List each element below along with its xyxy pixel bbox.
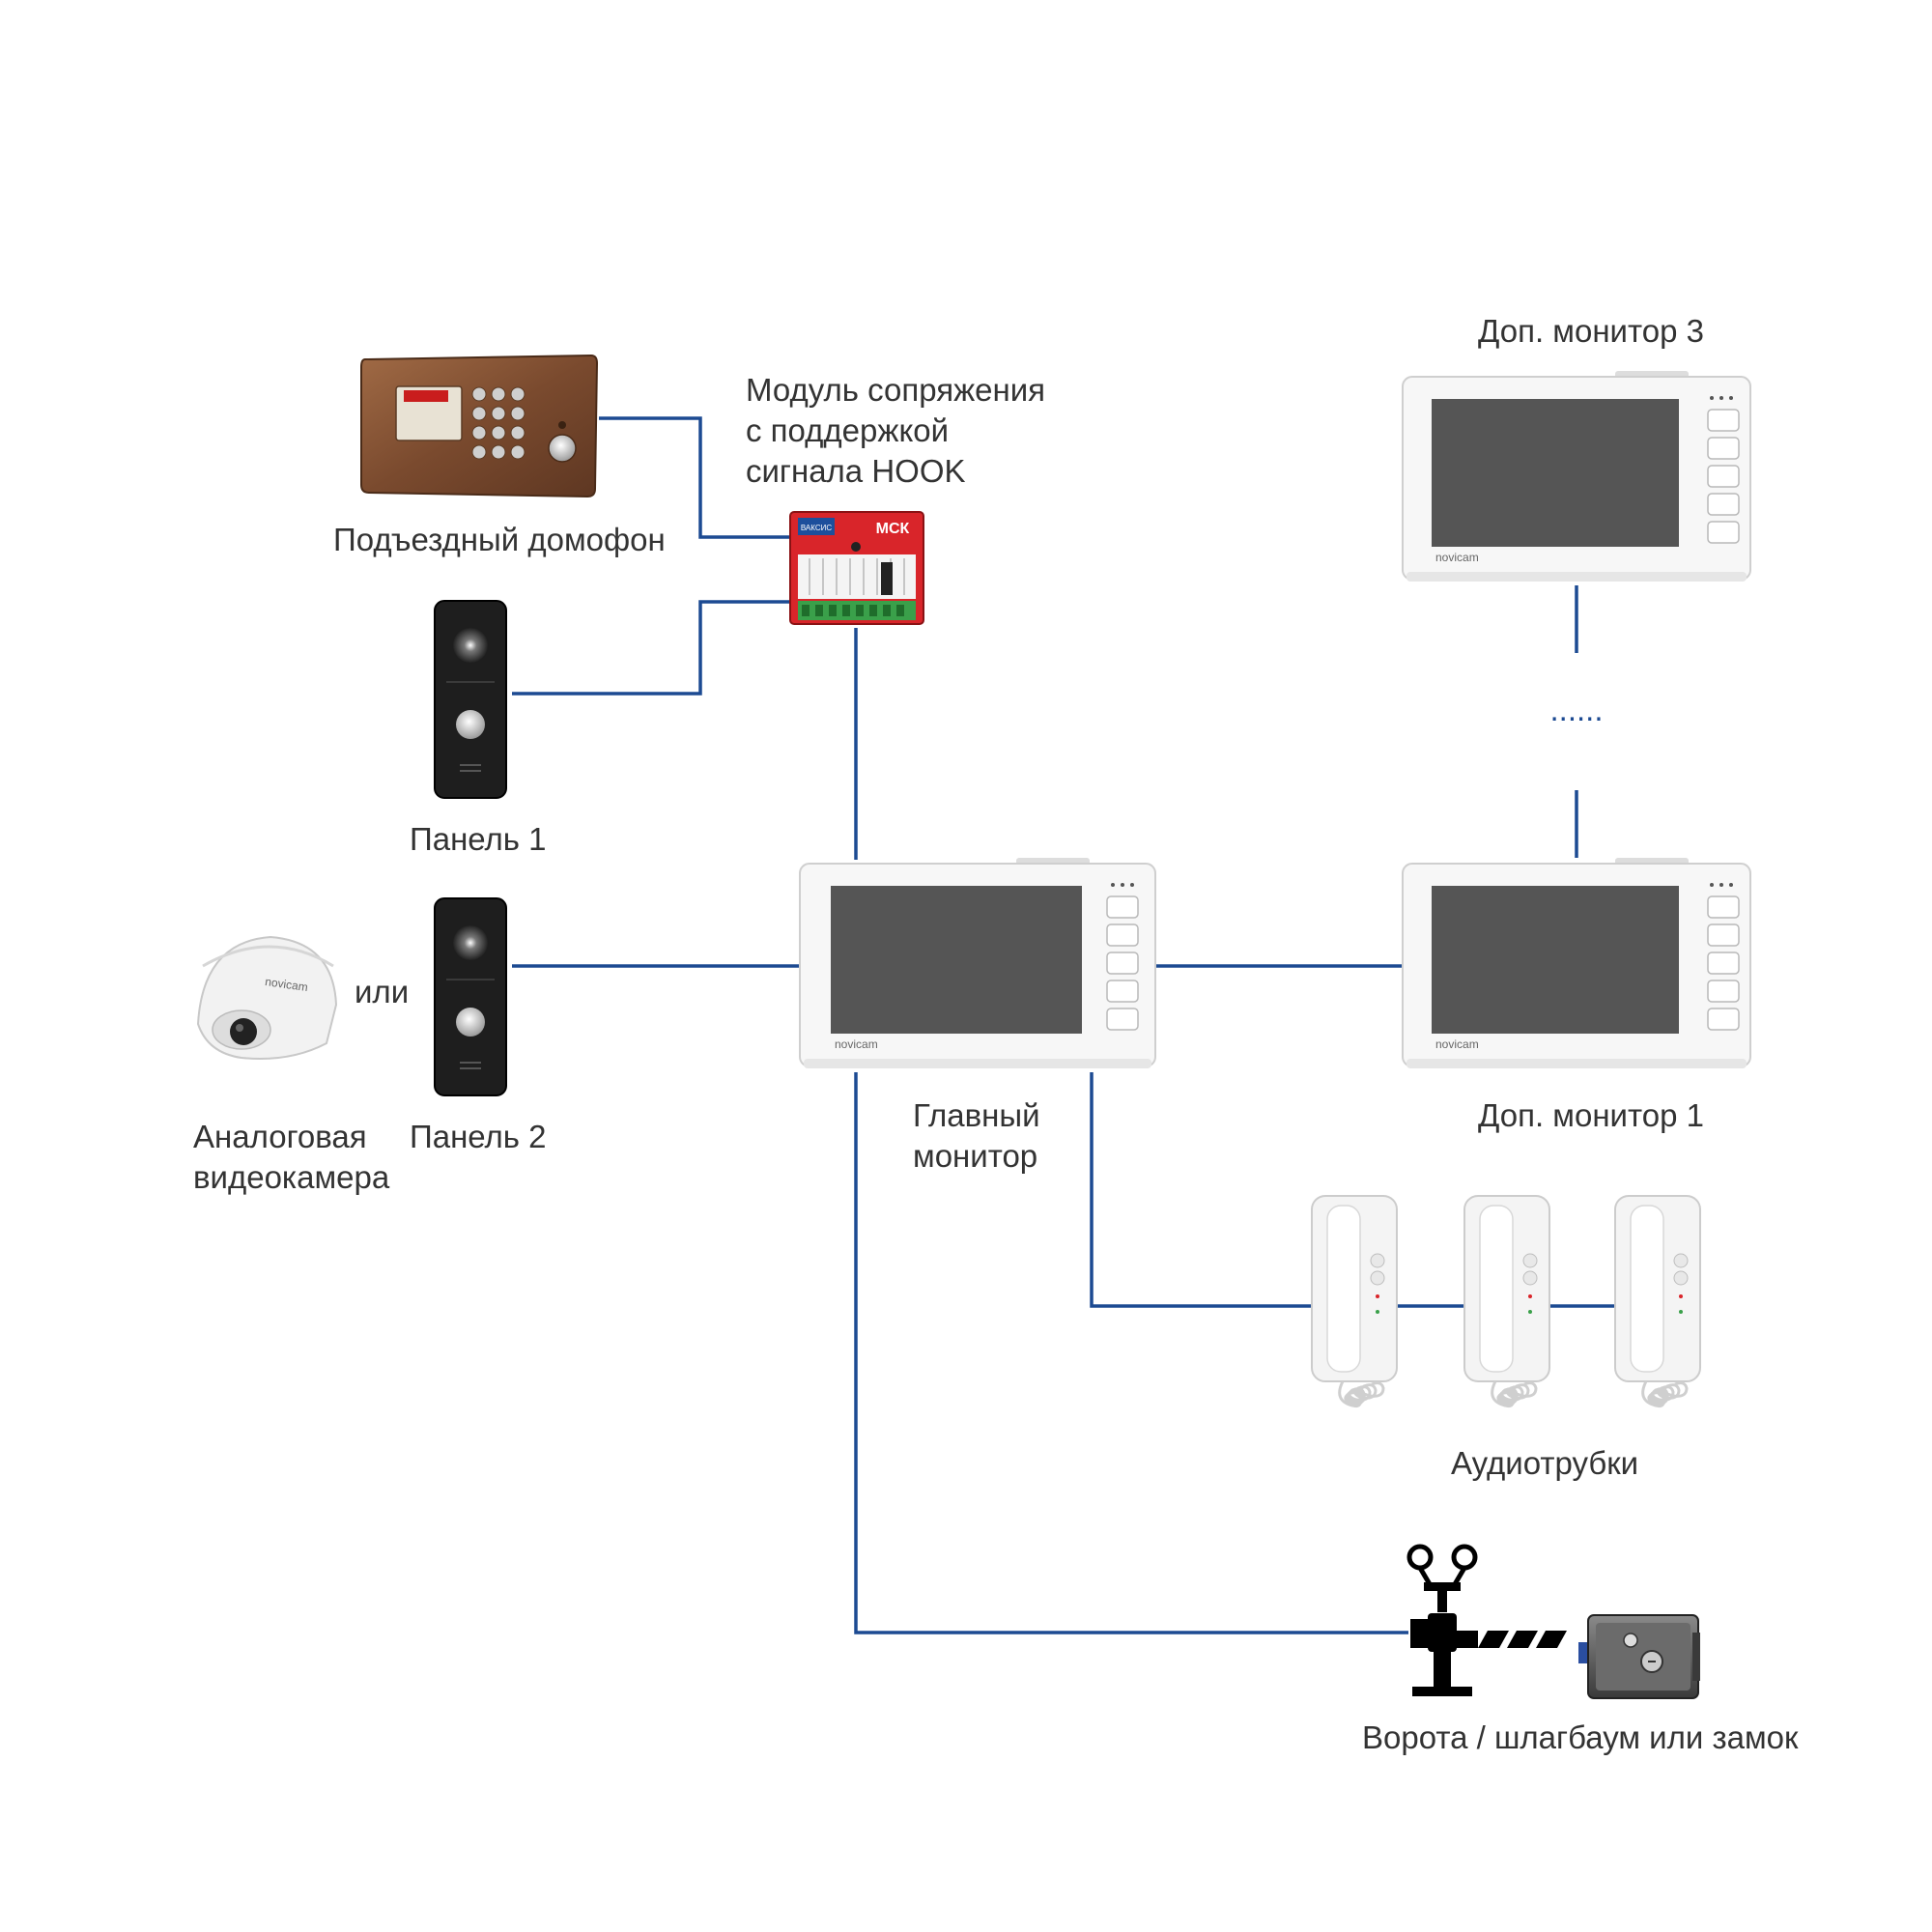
label-module-line3: сигнала HOOK <box>746 453 966 489</box>
label-extra-monitor3: Доп. монитор 3 <box>1478 313 1704 349</box>
wire-main-monitor-handsets <box>1090 1072 1312 1308</box>
label-panel2: Панель 2 <box>410 1119 547 1154</box>
main-monitor-btn-5 <box>1106 1008 1139 1031</box>
main-monitor-btn-3 <box>1106 952 1139 975</box>
label-gate: Ворота / шлагбаум или замок <box>1362 1719 1799 1755</box>
panel1-call-button <box>456 710 485 739</box>
extra-monitor1-screen <box>1432 886 1679 1034</box>
panel1-camera-icon <box>453 628 488 663</box>
camera-brand: novicam <box>264 975 308 994</box>
label-camera-line1: Аналоговая <box>193 1119 367 1154</box>
label-panel1: Панель 1 <box>410 821 547 857</box>
module-led <box>851 542 861 552</box>
interface-module: ВАКСИС МСК <box>789 511 924 625</box>
module-logo: ВАКСИС <box>801 524 833 532</box>
camera-lens-icon <box>230 1018 257 1045</box>
barrier-arm <box>1457 1631 1567 1648</box>
module-title: МСК <box>876 521 910 537</box>
wire-main-monitor-gate <box>854 1072 1408 1634</box>
intercom-display <box>404 390 448 402</box>
extra-monitor3-screen <box>1432 399 1679 547</box>
module-logo-badge <box>798 518 835 535</box>
wire-intercom-module <box>599 416 790 539</box>
extra-monitor3-btn-5 <box>1707 521 1740 544</box>
extra-monitor-3: novicam <box>1402 371 1751 582</box>
label-handsets: Аудиотрубки <box>1451 1445 1638 1481</box>
handset-1 <box>1311 1195 1398 1408</box>
panel2-camera-icon <box>453 925 488 960</box>
extra-monitor3-brand: novicam <box>1435 551 1479 564</box>
extra-monitor3-btn-4 <box>1707 493 1740 516</box>
labels: Подъездный домофон Модуль сопряжения с п… <box>193 313 1799 1755</box>
wires <box>512 416 1615 1634</box>
label-main-monitor-line2: монитор <box>913 1138 1037 1174</box>
label-module-line1: Модуль сопряжения <box>746 372 1045 408</box>
lock-icon <box>1578 1614 1700 1699</box>
extra-monitor1-btn-2 <box>1707 923 1740 947</box>
label-camera-line2: видеокамера <box>193 1159 390 1195</box>
dome-camera: novicam <box>196 935 338 1060</box>
handset-3 <box>1614 1195 1701 1408</box>
extra-monitor1-btn-3 <box>1707 952 1740 975</box>
module-label-strip <box>798 554 916 599</box>
extra-monitor1-brand: novicam <box>1435 1037 1479 1051</box>
extra-monitor3-btn-2 <box>1707 437 1740 460</box>
extra-monitor3-btn-3 <box>1707 465 1740 488</box>
extra-monitor3-btn-1 <box>1707 409 1740 432</box>
call-panel-2 <box>434 897 507 1096</box>
extra-monitor1-btn-4 <box>1707 980 1740 1003</box>
label-dots: ...... <box>1549 692 1603 727</box>
extra-monitor-1: novicam <box>1402 858 1751 1068</box>
intercom-call-button <box>548 434 577 463</box>
label-extra-monitor1: Доп. монитор 1 <box>1478 1097 1704 1133</box>
entrance-intercom <box>360 354 599 498</box>
panel2-call-button <box>456 1008 485 1037</box>
extra-monitor1-btn-5 <box>1707 1008 1740 1031</box>
wire-panel1-module <box>512 600 790 696</box>
main-monitor: novicam <box>799 858 1156 1068</box>
main-monitor-btn-1 <box>1106 895 1139 919</box>
label-module-line2: с поддержкой <box>746 412 949 448</box>
main-monitor-btn-2 <box>1106 923 1139 947</box>
barrier-icon <box>1406 1544 1567 1696</box>
label-intercom: Подъездный домофон <box>333 522 666 557</box>
main-monitor-btn-4 <box>1106 980 1139 1003</box>
intercom-keypad <box>471 386 526 460</box>
handset-2 <box>1463 1195 1550 1408</box>
main-monitor-brand: novicam <box>835 1037 878 1051</box>
label-main-monitor-line1: Главный <box>913 1097 1040 1133</box>
call-panel-1 <box>434 600 507 799</box>
intercom-camera-icon <box>558 421 566 429</box>
main-monitor-screen <box>831 886 1082 1034</box>
extra-monitor1-btn-1 <box>1707 895 1740 919</box>
label-or: или <box>355 974 409 1009</box>
